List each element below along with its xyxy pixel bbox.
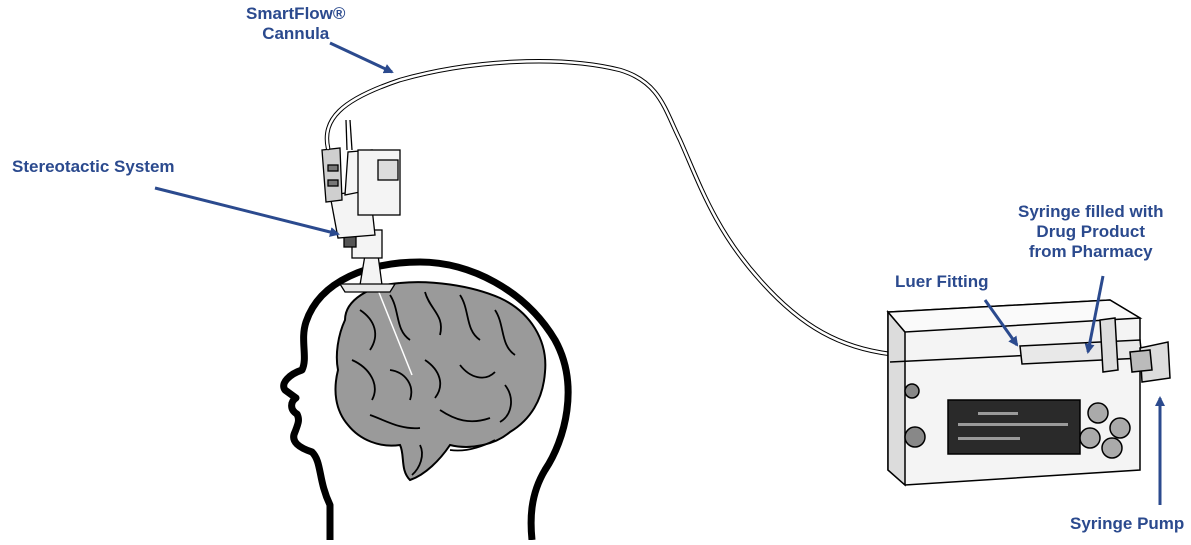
syringe-filled-label: Syringe filled with Drug Product from Ph… (1018, 202, 1163, 262)
syringe-filled-line1: Syringe filled with (1018, 202, 1163, 222)
syringe-filled-line3: from Pharmacy (1018, 242, 1163, 262)
syringe-pump-label: Syringe Pump (1070, 514, 1184, 534)
cannula-label-line2: Cannula (246, 24, 345, 44)
cannula-label: SmartFlow® Cannula (246, 4, 345, 44)
syringe-filled-line2: Drug Product (1018, 222, 1163, 242)
cannula-label-line1: SmartFlow® (246, 4, 345, 24)
syringe-pump (888, 300, 1170, 485)
cannula-arrow (330, 43, 392, 72)
luer-fitting-label: Luer Fitting (895, 272, 988, 292)
stereotactic-label: Stereotactic System (12, 157, 175, 177)
stereotactic-arrow (155, 188, 338, 234)
